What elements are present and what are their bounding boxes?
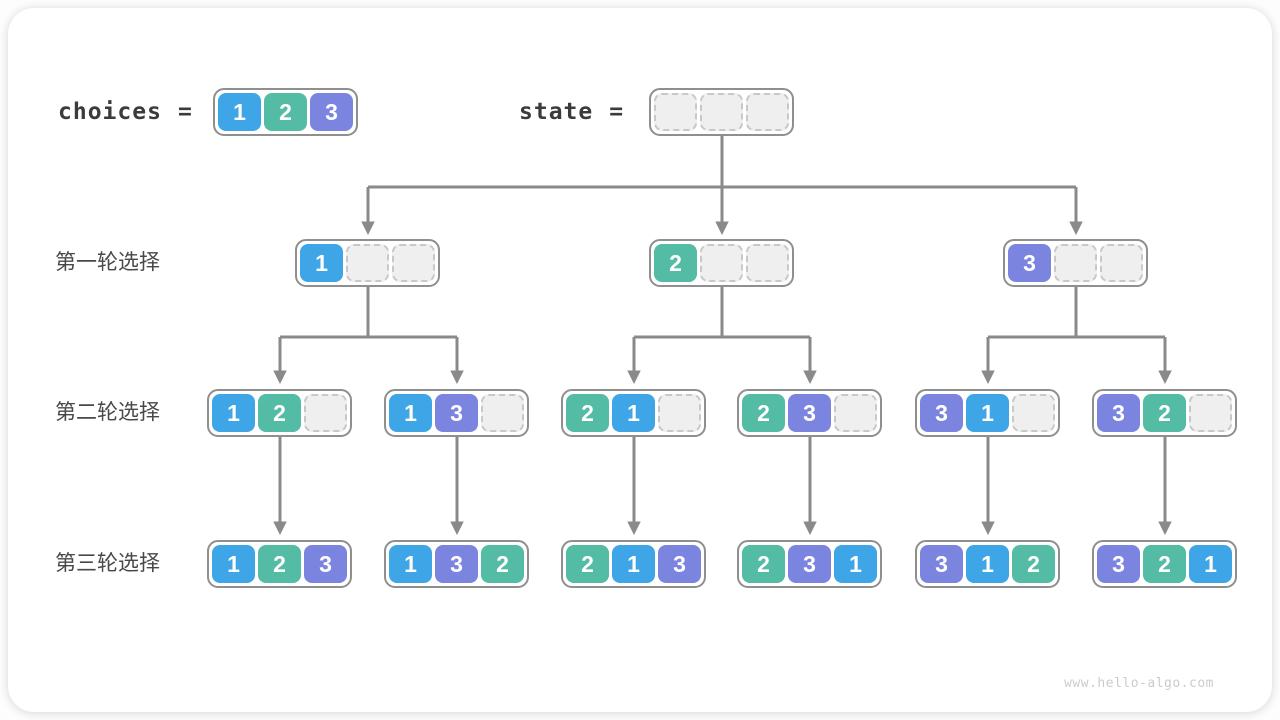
array-cell-empty: [1012, 394, 1055, 432]
array-cell: 2: [566, 545, 609, 583]
state-node: 3: [1003, 239, 1148, 287]
array-cell: 1: [834, 545, 877, 583]
state-equals-sign: =: [609, 99, 625, 125]
array-cell: 1: [212, 545, 255, 583]
array-cell: 2: [654, 244, 697, 282]
array-cell-empty: [834, 394, 877, 432]
array-cell-empty: [304, 394, 347, 432]
array-cell: 1: [389, 545, 432, 583]
state-node: 3 2 1: [1092, 540, 1237, 588]
choices-array: 1 2 3: [213, 88, 358, 136]
state-node: 3 1 2: [915, 540, 1060, 588]
state-node: 2 3 1: [737, 540, 882, 588]
state-node: 2 3: [737, 389, 882, 437]
state-node: 3 1: [915, 389, 1060, 437]
array-cell-empty: [1189, 394, 1232, 432]
array-cell-empty: [700, 244, 743, 282]
choices-label: choices: [58, 99, 162, 125]
state-node: 1 3: [384, 389, 529, 437]
array-cell: 3: [310, 93, 353, 131]
array-cell: 3: [304, 545, 347, 583]
state-node: 1 2 3: [207, 540, 352, 588]
array-cell: 2: [742, 394, 785, 432]
choices-declaration: choices =: [58, 88, 193, 136]
array-cell: 1: [218, 93, 261, 131]
array-cell: 2: [264, 93, 307, 131]
array-cell: 2: [258, 394, 301, 432]
array-cell: 3: [788, 394, 831, 432]
array-cell: 1: [966, 394, 1009, 432]
row-label-round-1: 第一轮选择: [55, 251, 160, 274]
array-cell: 1: [612, 545, 655, 583]
array-cell: 2: [481, 545, 524, 583]
state-node: 2 1: [561, 389, 706, 437]
array-cell-empty: [1100, 244, 1143, 282]
array-cell-empty: [1054, 244, 1097, 282]
state-node: 1 2: [207, 389, 352, 437]
array-cell: 2: [566, 394, 609, 432]
array-cell-empty: [658, 394, 701, 432]
state-node: 2 1 3: [561, 540, 706, 588]
array-cell: 2: [1143, 394, 1186, 432]
state-node: 3 2: [1092, 389, 1237, 437]
state-label: state: [519, 99, 594, 125]
array-cell-empty: [746, 93, 789, 131]
state-node: 1: [295, 239, 440, 287]
array-cell: 2: [258, 545, 301, 583]
array-cell-empty: [746, 244, 789, 282]
array-cell: 3: [1008, 244, 1051, 282]
state-array: [649, 88, 794, 136]
row-label-round-2: 第二轮选择: [55, 401, 160, 424]
watermark: www.hello-algo.com: [1064, 676, 1214, 691]
choices-equals-sign: =: [177, 99, 193, 125]
array-cell-empty: [346, 244, 389, 282]
array-cell: 3: [1097, 545, 1140, 583]
array-cell-empty: [392, 244, 435, 282]
diagram-card: [8, 8, 1272, 712]
array-cell: 1: [612, 394, 655, 432]
array-cell: 3: [435, 394, 478, 432]
state-declaration: state =: [519, 88, 624, 136]
array-cell: 3: [435, 545, 478, 583]
row-label-round-3: 第三轮选择: [55, 552, 160, 575]
state-node: 2: [649, 239, 794, 287]
array-cell: 2: [1143, 545, 1186, 583]
array-cell: 3: [658, 545, 701, 583]
array-cell: 2: [742, 545, 785, 583]
array-cell: 3: [920, 545, 963, 583]
array-cell: 1: [966, 545, 1009, 583]
array-cell: 3: [1097, 394, 1140, 432]
array-cell-empty: [654, 93, 697, 131]
array-cell: 3: [920, 394, 963, 432]
array-cell: 1: [212, 394, 255, 432]
state-node: 1 3 2: [384, 540, 529, 588]
array-cell: 3: [788, 545, 831, 583]
array-cell: 1: [1189, 545, 1232, 583]
array-cell: 1: [389, 394, 432, 432]
array-cell-empty: [481, 394, 524, 432]
array-cell: 1: [300, 244, 343, 282]
array-cell: 2: [1012, 545, 1055, 583]
array-cell-empty: [700, 93, 743, 131]
